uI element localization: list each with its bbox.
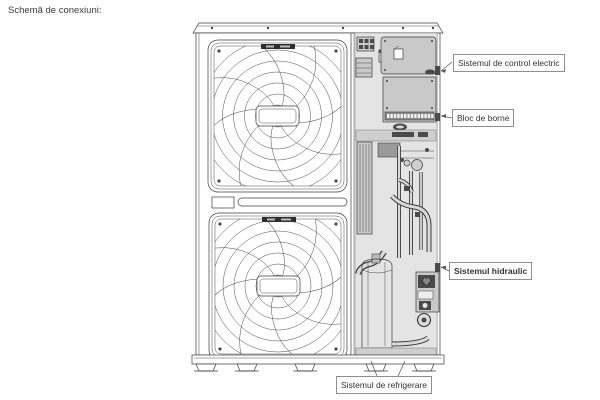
control-pcb-panel (382, 76, 437, 131)
page-title: Schemă de conexiuni: (8, 5, 102, 16)
foot (364, 363, 388, 372)
bottom-fan-grille (208, 212, 348, 361)
callout-leader-lines (370, 61, 453, 377)
callout-refrigeration-label: Sistemul de refrigerare (341, 380, 427, 390)
callout-hydraulic-system: Sistemul hidraulic (449, 262, 533, 280)
hydraulic-piping (355, 142, 434, 275)
heat-exchanger-strip (356, 141, 373, 235)
callout-electric-control-label: Sistemul de control electric (458, 58, 560, 68)
top-fan-grille (207, 39, 348, 193)
foot (412, 363, 436, 372)
terminal-strip (384, 111, 435, 121)
foot (293, 363, 317, 372)
foot (194, 363, 218, 372)
callout-electric-control-system: Sistemul de control electric (453, 54, 565, 72)
electric-control-box (380, 36, 437, 75)
callout-refrigeration-system: Sistemul de refrigerare (336, 376, 432, 394)
base-and-feet (191, 354, 445, 372)
compressor-tank (361, 253, 393, 349)
fan-model-label-bar (261, 44, 295, 49)
callout-terminal-block-label: Bloc de borne (457, 113, 510, 123)
electronics-compartment (354, 32, 440, 356)
pressure-gauge-device (415, 271, 440, 328)
foot (235, 363, 259, 372)
fan-model-label-bar (262, 217, 296, 222)
callout-terminal-block: Bloc de borne (452, 109, 515, 127)
callout-hydraulic-label: Sistemul hidraulic (454, 266, 528, 276)
middle-vent-slot (211, 196, 348, 209)
